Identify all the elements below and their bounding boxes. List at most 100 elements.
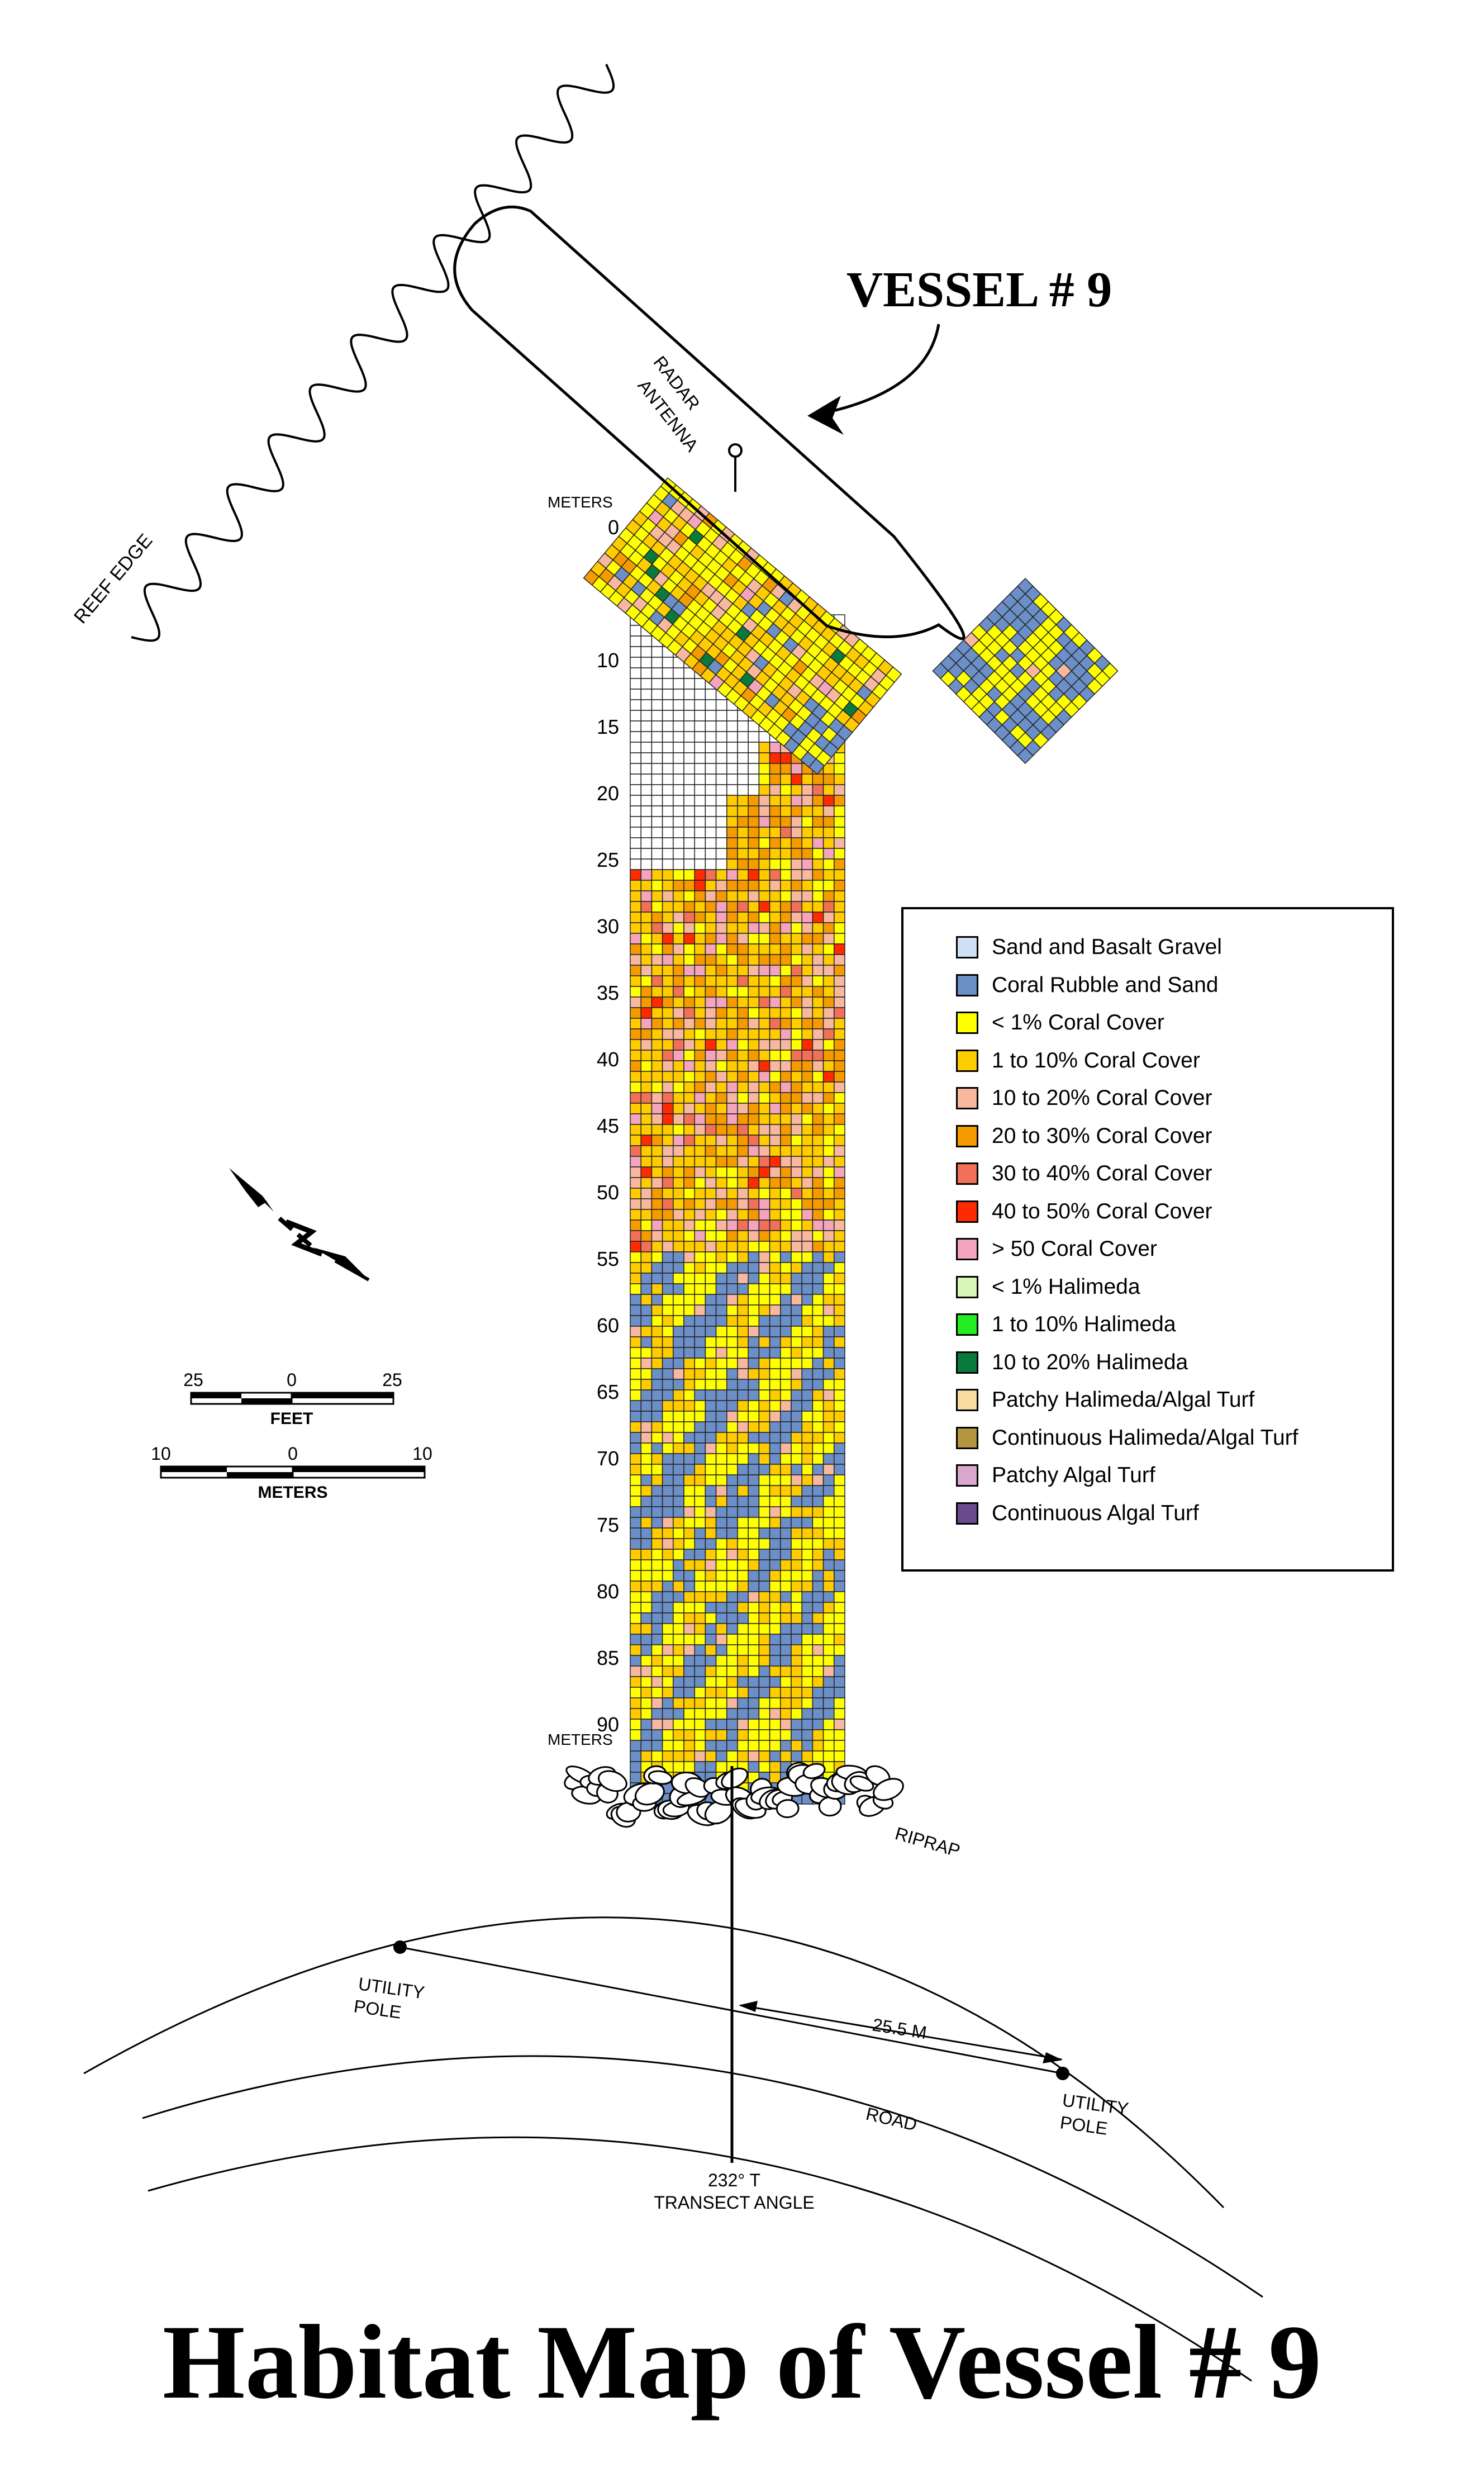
grid-cell xyxy=(822,1166,835,1178)
depth-tick-label: 35 xyxy=(597,981,619,1004)
grid-cell xyxy=(822,1485,835,1497)
grid-cell xyxy=(630,1092,641,1104)
grid-cell xyxy=(812,1050,824,1061)
grid-cell xyxy=(705,996,717,1008)
grid-cell xyxy=(715,1538,727,1550)
grid-cell xyxy=(791,1230,802,1242)
grid-cell xyxy=(812,1081,824,1093)
grid-cell xyxy=(715,1591,727,1603)
grid-cell xyxy=(683,1071,695,1083)
grid-cell xyxy=(694,1368,706,1380)
grid-cell xyxy=(694,858,706,870)
grid-cell xyxy=(769,1156,781,1168)
grid-cell xyxy=(640,1113,653,1125)
grid-cell xyxy=(640,1018,653,1029)
grid-cell xyxy=(812,1549,824,1560)
grid-cell xyxy=(780,869,792,881)
grid-cell xyxy=(769,1527,781,1539)
grid-cell xyxy=(705,890,717,902)
grid-cell xyxy=(748,1740,760,1752)
grid-cell xyxy=(822,890,835,902)
grid-cell xyxy=(801,1071,814,1083)
grid-cell xyxy=(705,1559,717,1571)
grid-cell xyxy=(801,912,814,923)
grid-cell xyxy=(769,773,781,785)
grid-cell xyxy=(791,795,802,806)
grid-cell xyxy=(630,965,641,976)
grid-cell xyxy=(715,1219,727,1231)
grid-cell xyxy=(758,1591,770,1603)
grid-cell xyxy=(834,1474,845,1486)
grid-cell xyxy=(683,1379,695,1391)
grid-cell xyxy=(662,1400,674,1412)
grid-cell xyxy=(822,1750,835,1762)
grid-cell xyxy=(812,1719,824,1730)
grid-cell xyxy=(791,996,802,1008)
grid-cell xyxy=(822,1411,835,1422)
grid-cell xyxy=(651,1113,663,1125)
grid-cell xyxy=(748,1177,760,1189)
grid-cell xyxy=(651,1028,663,1040)
grid-cell xyxy=(640,975,653,987)
grid-cell xyxy=(812,1400,824,1412)
grid-cell xyxy=(834,805,845,817)
meters-scale-mid: 0 xyxy=(288,1444,298,1464)
grid-cell xyxy=(769,805,781,817)
grid-cell xyxy=(694,1177,706,1189)
grid-cell xyxy=(758,1442,770,1454)
grid-cell xyxy=(737,795,749,806)
grid-cell xyxy=(662,1496,674,1507)
grid-cell xyxy=(630,1559,641,1571)
grid-cell xyxy=(726,720,738,732)
grid-cell xyxy=(630,1230,641,1242)
grid-cell xyxy=(715,1145,727,1157)
grid-cell xyxy=(640,720,653,732)
grid-cell xyxy=(758,1081,770,1093)
grid-cell xyxy=(769,1336,781,1348)
grid-cell xyxy=(662,1506,674,1518)
grid-cell xyxy=(726,1665,738,1677)
grid-cell xyxy=(748,1251,760,1263)
grid-cell xyxy=(726,773,738,785)
grid-cell xyxy=(748,1421,760,1433)
grid-cell xyxy=(812,880,824,891)
grid-cell xyxy=(748,1400,760,1412)
grid-cell xyxy=(662,1283,674,1295)
grid-cell xyxy=(630,805,641,817)
grid-cell xyxy=(822,1687,835,1698)
grid-cell xyxy=(769,1687,781,1698)
grid-cell xyxy=(769,1612,781,1624)
grid-cell xyxy=(737,805,749,817)
grid-cell xyxy=(673,1273,684,1284)
grid-cell xyxy=(673,827,684,838)
grid-cell xyxy=(812,1166,824,1178)
grid-cell xyxy=(662,858,674,870)
grid-cell xyxy=(791,1135,802,1146)
grid-cell xyxy=(758,1251,770,1263)
grid-cell xyxy=(651,1644,663,1656)
grid-cell xyxy=(748,922,760,934)
grid-cell xyxy=(673,1464,684,1475)
grid-cell xyxy=(748,1559,760,1571)
grid-cell xyxy=(662,954,674,966)
grid-cell xyxy=(822,1368,835,1380)
grid-cell xyxy=(640,1750,653,1762)
riprap-rocks xyxy=(564,1762,904,1828)
grid-cell xyxy=(694,1719,706,1730)
grid-cell xyxy=(769,1262,781,1274)
grid-cell xyxy=(812,1230,824,1242)
grid-cell xyxy=(630,1729,641,1741)
grid-cell xyxy=(694,965,706,976)
grid-cell xyxy=(737,933,749,945)
grid-cell xyxy=(822,1188,835,1199)
grid-cell xyxy=(812,965,824,976)
transect-grid xyxy=(630,614,845,1805)
grid-cell xyxy=(769,1145,781,1157)
grid-cell xyxy=(651,1517,663,1529)
grid-cell xyxy=(705,1665,717,1677)
grid-cell xyxy=(737,763,749,775)
grid-cell xyxy=(769,1230,781,1242)
grid-cell xyxy=(791,1687,802,1698)
grid-cell xyxy=(705,912,717,923)
grid-cell xyxy=(758,1421,770,1433)
